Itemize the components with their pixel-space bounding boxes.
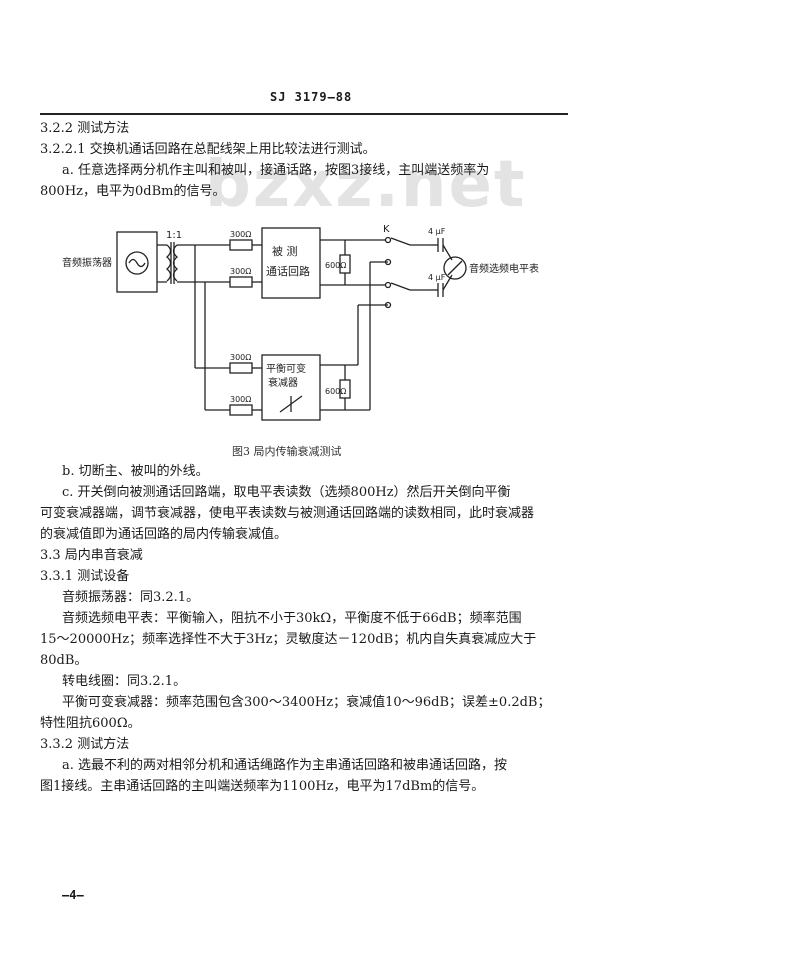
paragraph-line: 音频振荡器：同3.2.1。: [62, 590, 200, 605]
paragraph-line: a. 选最不利的两对相邻分机和通话绳路作为主串通话回路和被串通话回路，按: [62, 758, 508, 773]
dut-label: 通话回路: [266, 265, 310, 278]
resistor-label: 300Ω: [230, 353, 251, 362]
capacitor-label: 4 μF: [428, 227, 446, 236]
paragraph-line: 音频选频电平表：平衡输入，阻抗不小于30kΩ，平衡度不低于66dB；频率范围: [62, 611, 522, 626]
standard-code-header: SJ 3179—88: [270, 90, 353, 104]
attenuator-label: 衰减器: [268, 376, 298, 389]
section-heading-3-3-2: 3.3.2 测试方法: [40, 737, 130, 752]
paragraph-line: 可变衰减器端，调节衰减器，使电平表读数与被测通话回路端的读数相同，此时衰减器: [40, 506, 535, 521]
capacitor-label: 4 μF: [428, 273, 446, 282]
figure-caption: 图3 局内传输衰减测试: [232, 445, 342, 458]
meter-label: 音频选频电平表: [469, 262, 539, 275]
paragraph-line: 转电线圈：同3.2.1。: [62, 674, 187, 689]
load-resistor-label: 600Ω: [325, 387, 346, 396]
oscillator-label: 音频振荡器: [62, 256, 112, 269]
paragraph-line: a. 任意选择两分机作主叫和被叫，接通话路，按图3接线，主叫端送频率为: [62, 163, 490, 178]
resistor-label: 300Ω: [230, 395, 251, 404]
paragraph-line: c. 开关倒向被测通话回路端，取电平表读数（选频800Hz）然后开关倒向平衡: [62, 485, 511, 500]
header-rule: [40, 113, 568, 115]
circuit-diagram: 音频振荡器 1:1 300Ω 300Ω 300Ω 300Ω 600Ω 600Ω …: [62, 224, 539, 421]
page-number: —4—: [62, 888, 84, 902]
paragraph-line: 15～20000Hz；频率选择性不大于3Hz；灵敏度达－120dB；机内自失真衰…: [40, 632, 537, 647]
resistor-label: 300Ω: [230, 230, 251, 239]
paragraph-line: 的衰减值即为通话回路的局内传输衰减值。: [40, 527, 288, 542]
paragraph-line: 80dB。: [40, 653, 88, 668]
attenuator-label: 平衡可变: [266, 362, 306, 375]
switch-label: K: [383, 224, 390, 235]
watermark: bzxz.net: [205, 148, 527, 222]
section-heading-3-2-2: 3.2.2 测试方法: [40, 121, 130, 136]
section-heading-3-3: 3.3 局内串音衰减: [40, 548, 143, 563]
paragraph-line: 800Hz，电平为0dBm的信号。: [40, 184, 226, 199]
paragraph-line: 特性阻抗600Ω。: [40, 716, 141, 731]
dut-label: 被 测: [272, 245, 298, 258]
section-heading-3-3-1: 3.3.1 测试设备: [40, 569, 130, 584]
paragraph-line: 平衡可变衰减器：频率范围包含300～3400Hz；衰减值10～96dB；误差±0…: [62, 695, 551, 710]
resistor-label: 300Ω: [230, 267, 251, 276]
paragraph-line: b. 切断主、被叫的外线。: [62, 464, 209, 479]
paragraph-line: 3.2.2.1 交换机通话回路在总配线架上用比较法进行测试。: [40, 142, 376, 157]
load-resistor-label: 600Ω: [325, 261, 346, 270]
paragraph-line: 图1接线。主串通话回路的主叫端送频率为1100Hz，电平为17dBm的信号。: [40, 779, 485, 794]
transformer-ratio-label: 1:1: [166, 230, 182, 241]
